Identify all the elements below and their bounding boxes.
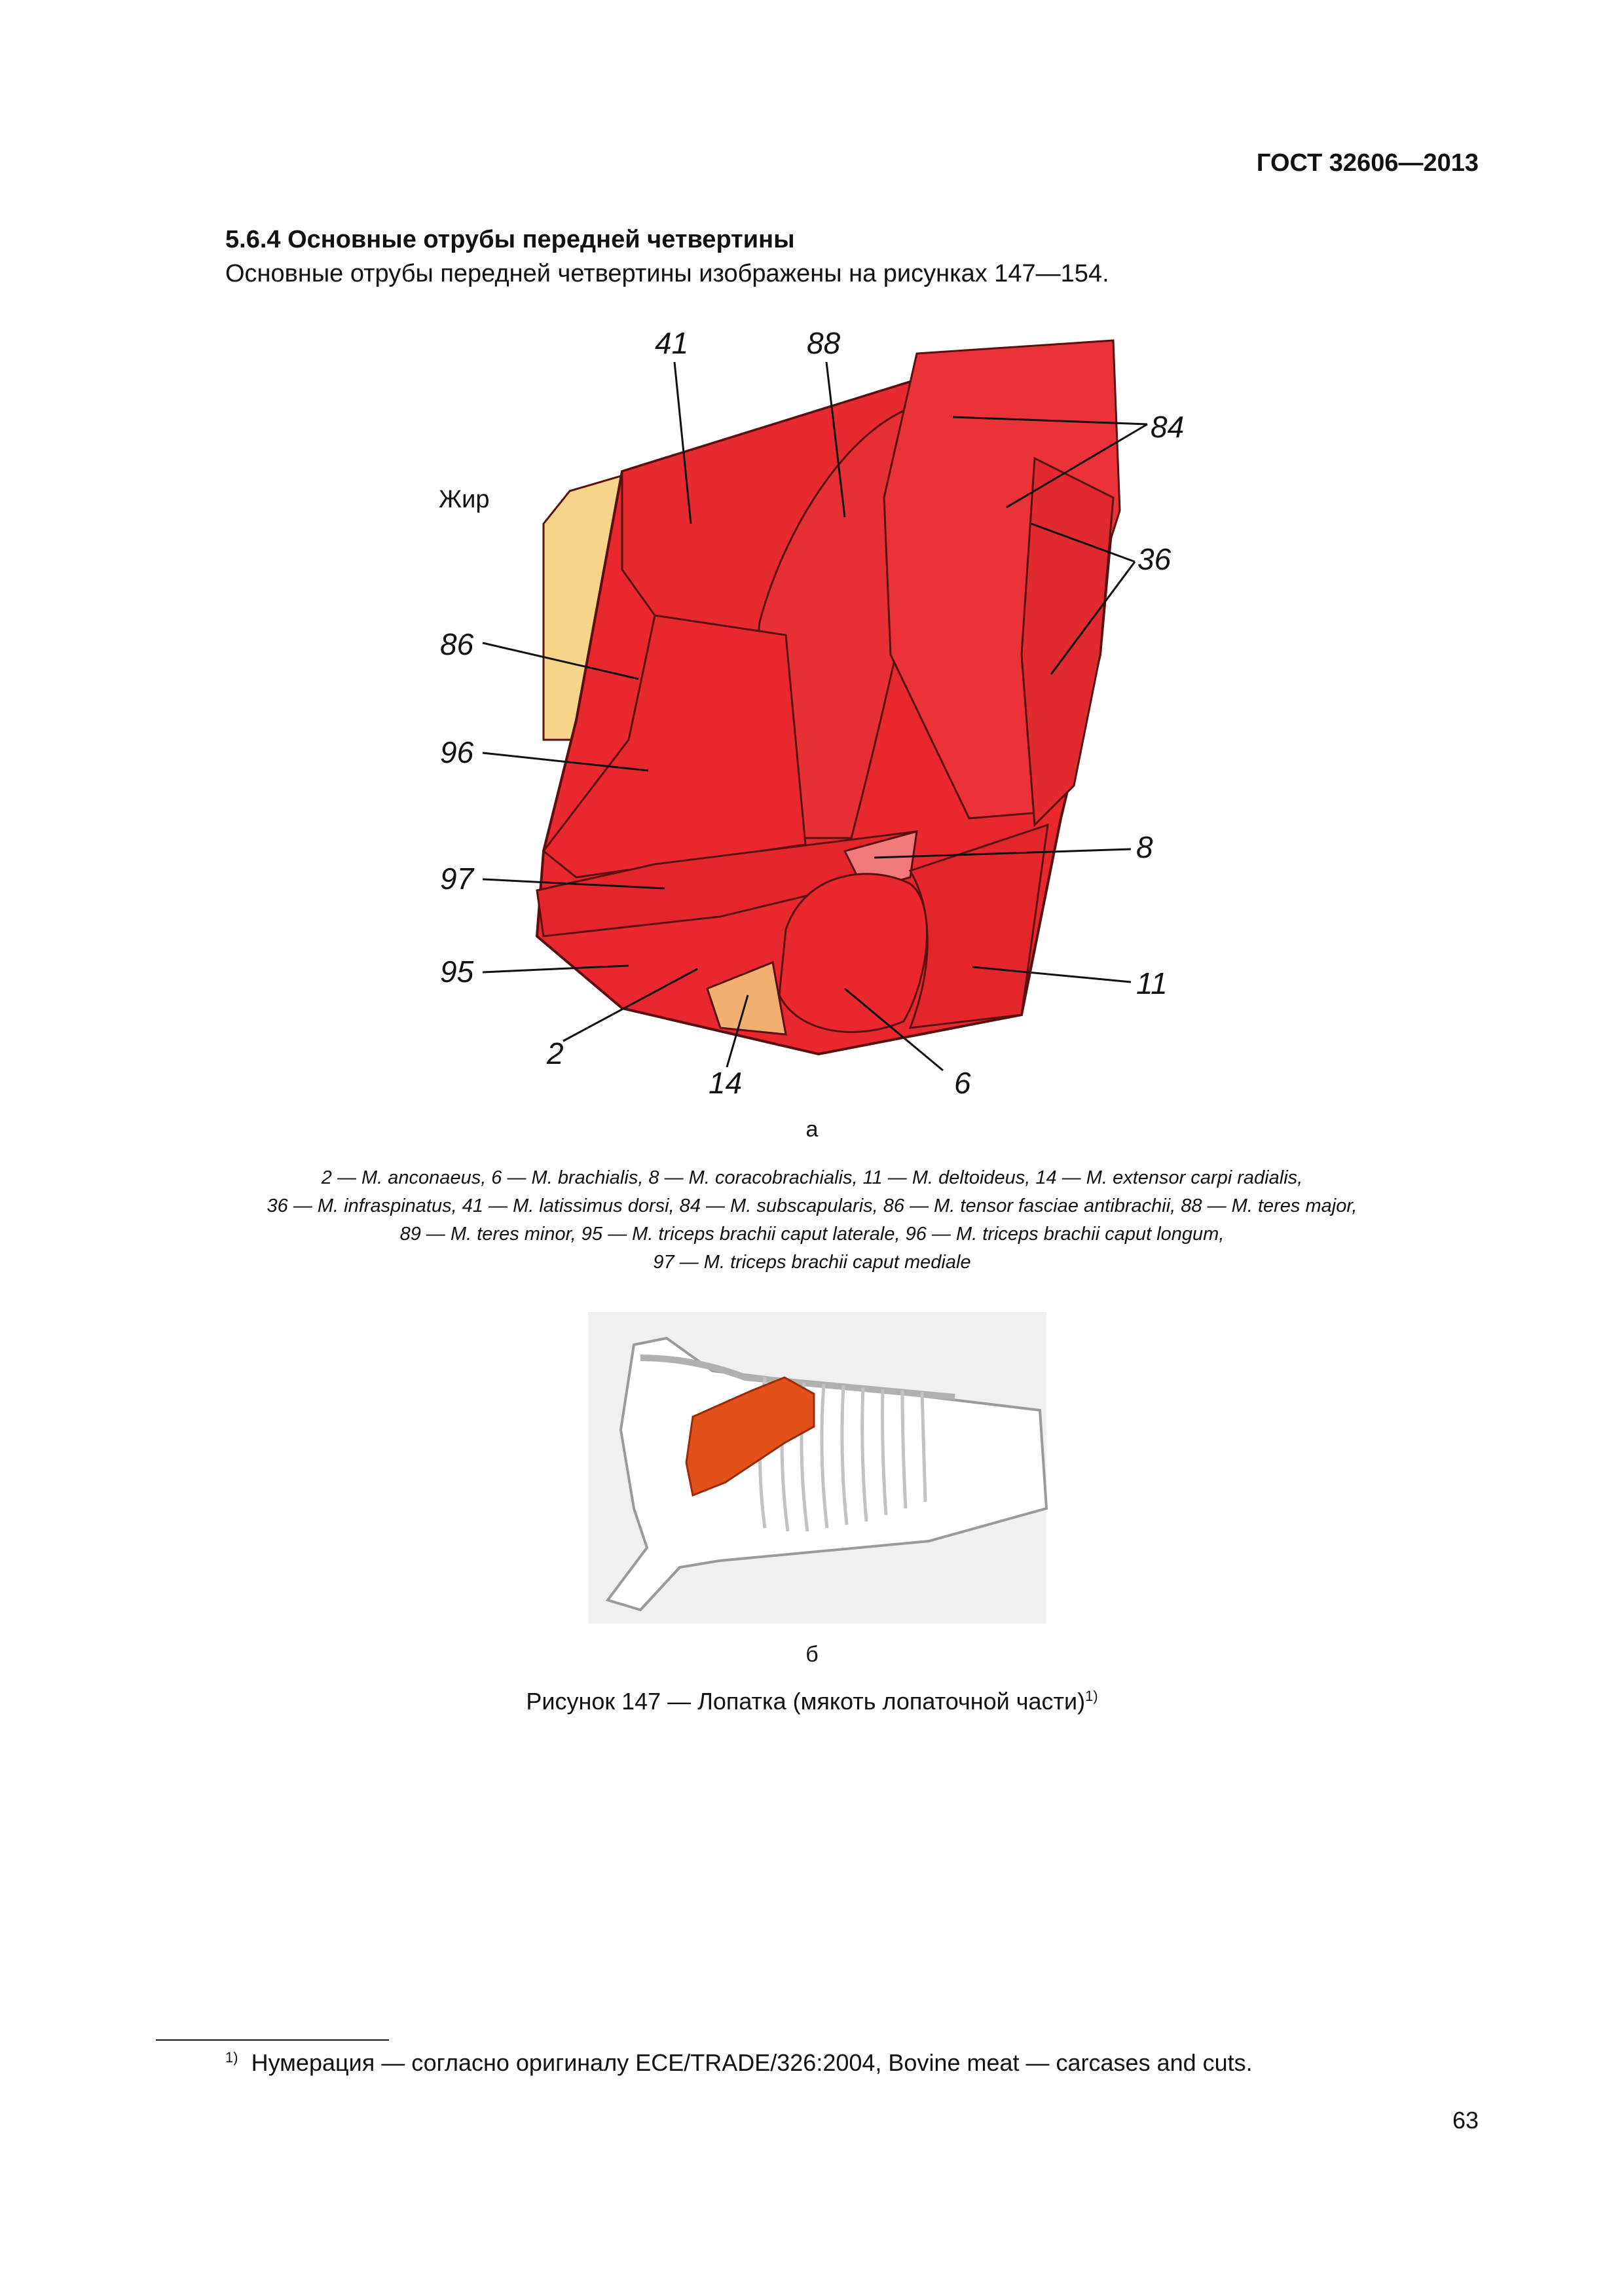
leader-lines (482, 361, 1148, 1072)
figure-b-sublabel: б (805, 1642, 819, 1667)
footnote-text: Нумерация — согласно оригиналу ECE/TRADE… (251, 2049, 1253, 2076)
label-36: 36 (1137, 542, 1172, 576)
muscle-11 (908, 823, 1049, 1029)
figure-b-skeleton-illustration (588, 1312, 1048, 1624)
label-96: 96 (440, 735, 474, 769)
spine (640, 1355, 955, 1400)
legend-line: 97 — M. triceps brachii caput mediale (653, 1252, 971, 1273)
legend-line: 2 — M. anconaeus, 6 — M. brachialis, 8 —… (321, 1167, 1303, 1188)
figure-a-muscle-illustration: 41 88 84 36 86 96 97 95 8 11 2 14 6 Жир (439, 326, 1184, 1100)
legend-line: 36 — M. infraspinatus, 41 — M. latissimu… (267, 1195, 1357, 1216)
muscle-36 (1020, 456, 1115, 828)
label-14: 14 (709, 1066, 742, 1100)
document-code: ГОСТ 32606—2013 (1256, 149, 1479, 177)
label-8: 8 (1136, 830, 1153, 864)
foreleg (639, 1566, 681, 1611)
label-84: 84 (1151, 410, 1184, 444)
caption-text: Рисунок 147 — Лопатка (мякоть лопаточной… (526, 1688, 1086, 1715)
figure-caption: Рисунок 147 — Лопатка (мякоть лопаточной… (0, 1688, 1624, 1715)
label-11: 11 (1136, 966, 1168, 1000)
label-2: 2 (546, 1036, 564, 1070)
caption-footnote-mark: 1) (1085, 1688, 1098, 1704)
label-41: 41 (655, 326, 688, 360)
intro-text: Основные отрубы передней четвертины изоб… (225, 260, 1109, 287)
section-title: 5.6.4 Основные отрубы передней четвертин… (225, 226, 795, 253)
footnote-separator (156, 2039, 389, 2041)
legend-line: 89 — M. teres minor, 95 — M. triceps bra… (399, 1224, 1225, 1245)
page-number: 63 (1452, 2107, 1479, 2134)
label-6: 6 (954, 1066, 971, 1100)
footnote: 1) Нумерация — согласно оригиналу ECE/TR… (225, 2049, 1253, 2077)
figure-a-legend: 2 — M. anconaeus, 6 — M. brachialis, 8 —… (131, 1164, 1493, 1277)
label-fat: Жир (439, 486, 489, 513)
label-97: 97 (440, 862, 475, 896)
label-95: 95 (440, 955, 474, 989)
label-88: 88 (807, 326, 841, 360)
label-86: 86 (440, 627, 474, 661)
shoulder-cut-highlight (685, 1376, 815, 1497)
figure-a-sublabel: а (805, 1117, 819, 1142)
footnote-mark: 1) (225, 2049, 238, 2066)
